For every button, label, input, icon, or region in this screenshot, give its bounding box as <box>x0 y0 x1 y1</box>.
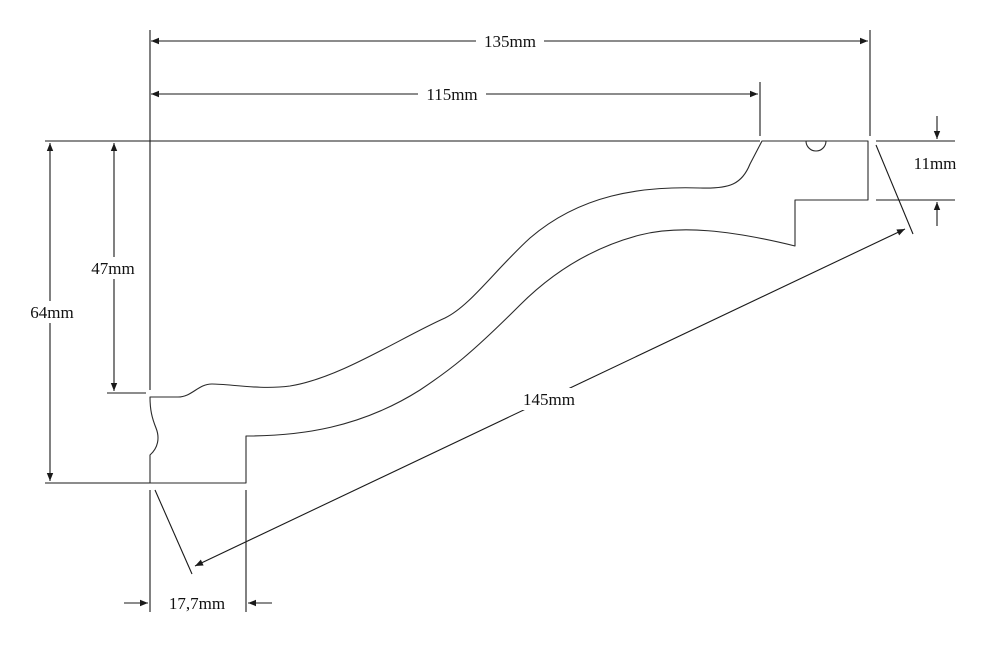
label-inner-height: 47mm <box>91 259 134 278</box>
label-top-width: 115mm <box>426 85 477 104</box>
dimension-inner-height: 47mm <box>86 143 142 391</box>
diag-extension-right <box>875 144 914 235</box>
dimension-top-width: 115mm <box>151 83 758 105</box>
dimension-overall-width: 135mm <box>151 30 868 52</box>
profile-outline <box>149 140 869 484</box>
label-step-height: 11mm <box>914 154 957 173</box>
label-diagonal-length: 145mm <box>523 390 575 409</box>
diag-extension-left <box>154 489 193 575</box>
extension-lines <box>45 30 955 612</box>
label-overall-width: 135mm <box>484 32 536 51</box>
dimension-overall-height: 64mm <box>24 143 80 481</box>
dimension-step-height: 11mm <box>914 116 957 226</box>
dimension-bottom-step: 17,7mm <box>124 594 272 613</box>
label-bottom-step: 17,7mm <box>169 594 225 613</box>
dimension-diagonal-length: 145mm <box>194 228 906 567</box>
label-overall-height: 64mm <box>30 303 73 322</box>
moulding-profile <box>149 140 869 484</box>
